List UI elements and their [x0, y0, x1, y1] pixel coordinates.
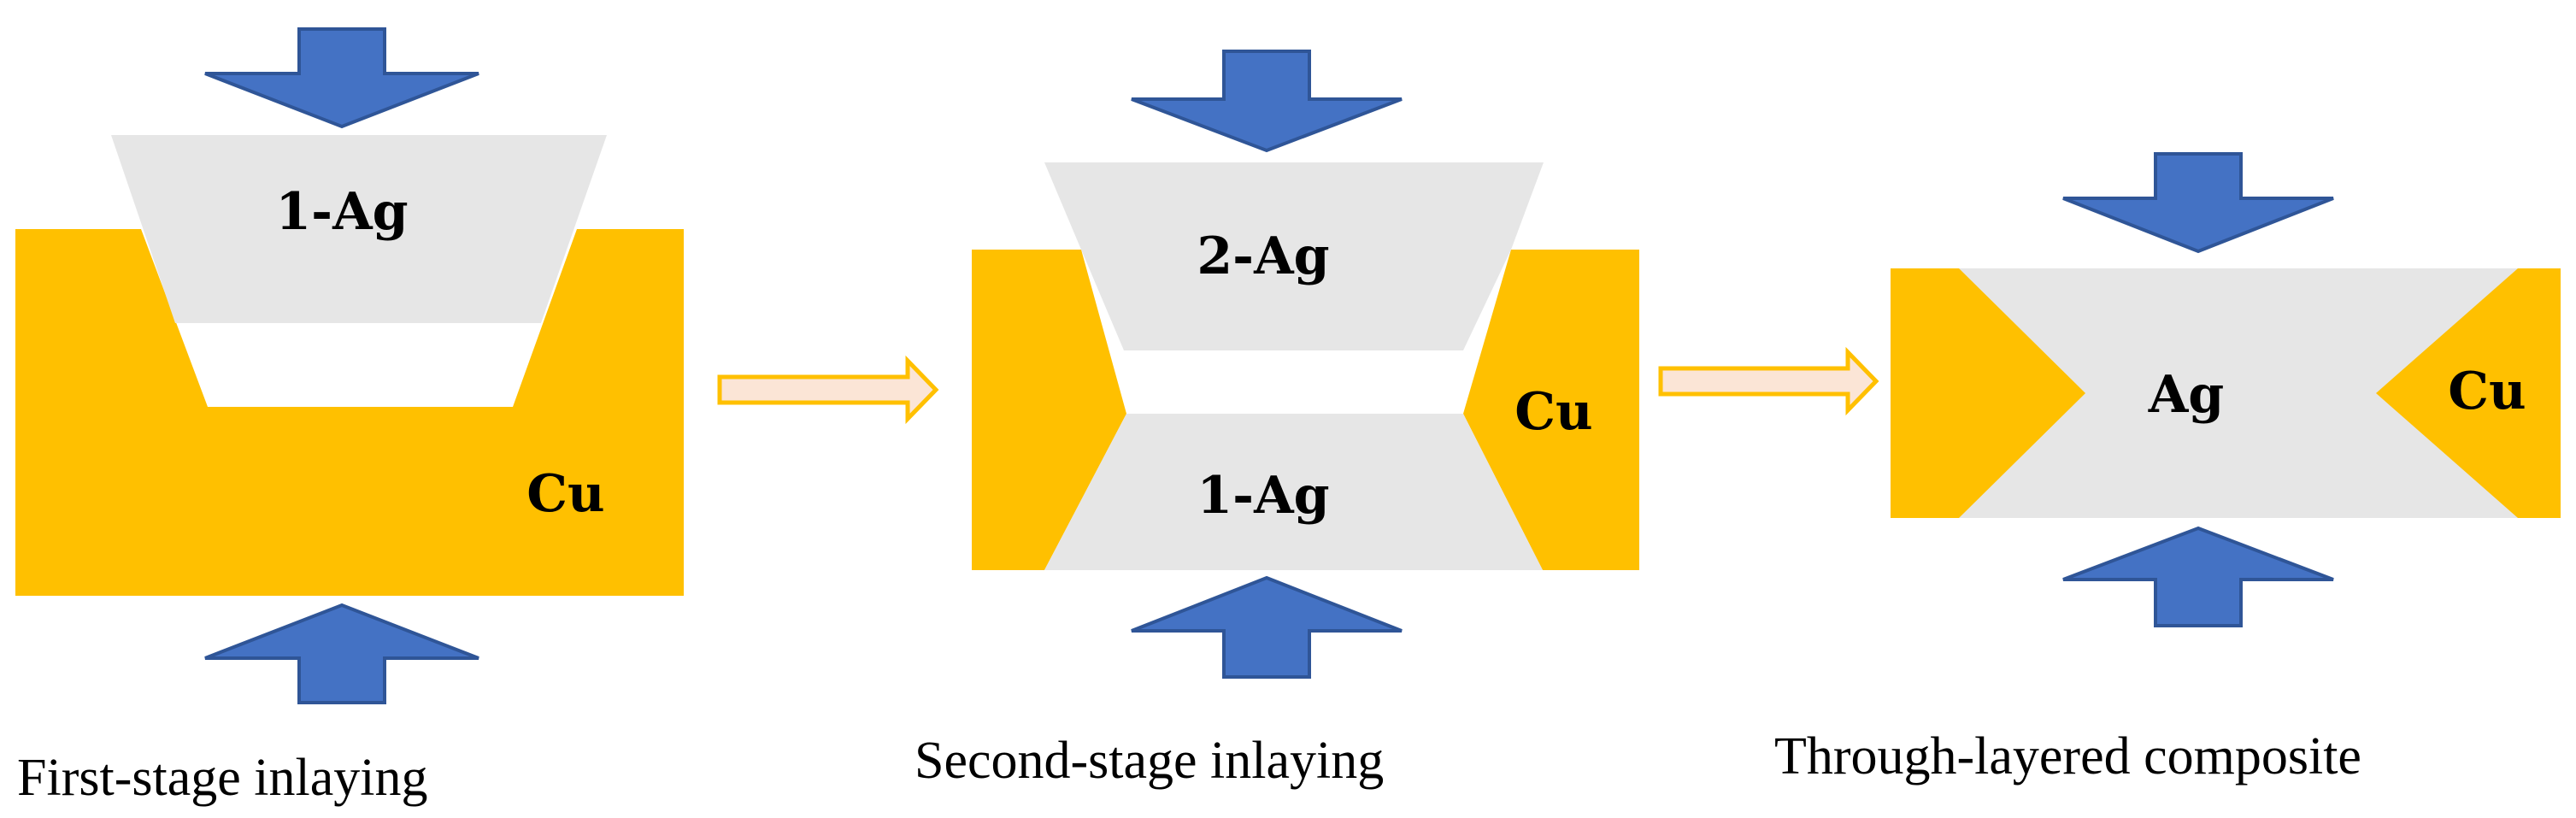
stage2-ag-top-label: 2-Ag [1197, 227, 1329, 286]
stage3-cu-right [2376, 268, 2561, 518]
flow-arrow-2 [1658, 346, 1879, 416]
stage2-cu-label: Cu [1514, 382, 1592, 442]
stage1-press-arrow-bottom [204, 603, 479, 704]
stage2-cu-right [1463, 250, 1639, 570]
stage-1: 1-Ag Cu First-stage inlaying [15, 27, 684, 807]
stage3-press-arrow-bottom [2062, 526, 2334, 627]
stage-2: 2-Ag 1-Ag Cu Second-stage inlaying [915, 50, 1639, 790]
stage2-ag-bottom [1044, 414, 1543, 570]
stage1-caption: First-stage inlaying [17, 749, 427, 807]
stage2-press-arrow-bottom [1131, 575, 1403, 679]
stage3-cu-label: Cu [2448, 362, 2526, 421]
stage1-press-arrow-top [204, 27, 479, 129]
stage2-ag-bottom-label: 1-Ag [1197, 466, 1329, 526]
flow-arrow-1 [717, 355, 939, 425]
stage3-cu-left [1891, 268, 2085, 518]
stage1-cu-block [15, 229, 684, 596]
stage2-caption: Second-stage inlaying [915, 732, 1384, 790]
stage2-cu-left [972, 250, 1126, 570]
stage-3: Ag Cu Through-layered composite [1774, 152, 2561, 786]
stage3-ag-label: Ag [2148, 365, 2225, 425]
stage1-cu-label: Cu [526, 464, 604, 524]
stage2-ag-top [1044, 162, 1544, 350]
stage3-press-arrow-top [2062, 152, 2334, 254]
stage1-ag-piece [111, 135, 607, 323]
stage3-caption: Through-layered composite [1774, 727, 2361, 786]
stage2-press-arrow-top [1131, 50, 1403, 153]
stage1-ag-label: 1-Ag [275, 182, 408, 242]
